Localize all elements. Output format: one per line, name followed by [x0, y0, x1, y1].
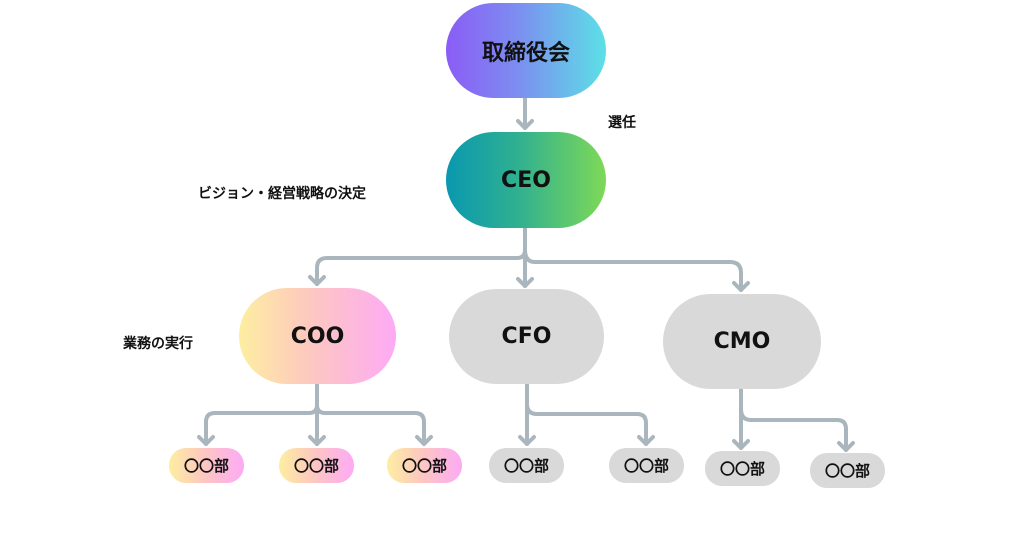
- node-ceo[interactable]: CEO: [446, 132, 606, 228]
- node-ceo-label: CEO: [501, 167, 551, 193]
- edge-board-ceo: [516, 96, 534, 130]
- edge-cmo-dept-1: [732, 387, 750, 450]
- dept-node-label: 〇〇部: [623, 457, 669, 475]
- dept-node-label: 〇〇部: [401, 457, 447, 475]
- dept-node-label: 〇〇部: [503, 457, 549, 475]
- edge-ceo-cmo: [523, 248, 750, 292]
- dept-node-label: 〇〇部: [719, 460, 765, 478]
- dept-node[interactable]: 〇〇部: [387, 448, 462, 483]
- edge-cfo-dept-1: [518, 382, 536, 446]
- annotation-coo-role: 業務の実行: [123, 336, 193, 352]
- node-board-label: 取締役会: [481, 40, 570, 66]
- edge-ceo-coo: [308, 226, 527, 286]
- node-coo-label: COO: [290, 323, 345, 349]
- node-board[interactable]: 取締役会: [446, 3, 606, 98]
- dept-node-label: 〇〇部: [183, 457, 229, 475]
- dept-node[interactable]: 〇〇部: [609, 448, 684, 483]
- node-cfo-label: CFO: [501, 324, 552, 349]
- dept-node-label: 〇〇部: [824, 462, 870, 480]
- dept-node[interactable]: 〇〇部: [489, 448, 564, 483]
- edge-coo-dept-3: [315, 403, 433, 446]
- annotation-appointment: 選任: [608, 115, 636, 131]
- annotation-ceo-role: ビジョン・経営戦略の決定: [198, 186, 366, 202]
- node-coo[interactable]: COO: [239, 288, 396, 384]
- dept-node[interactable]: 〇〇部: [279, 448, 354, 483]
- dept-node[interactable]: 〇〇部: [810, 453, 885, 488]
- node-cfo[interactable]: CFO: [449, 289, 604, 384]
- dept-node-label: 〇〇部: [293, 457, 339, 475]
- node-cmo-label: CMO: [713, 329, 771, 354]
- edge-cmo-dept-2: [739, 407, 855, 452]
- edge-cfo-dept-2: [525, 402, 655, 446]
- dept-node[interactable]: 〇〇部: [169, 448, 244, 483]
- edge-coo-dept-2: [308, 382, 326, 446]
- dept-node[interactable]: 〇〇部: [705, 451, 780, 486]
- edge-coo-dept-1: [197, 382, 319, 446]
- node-cmo[interactable]: CMO: [663, 294, 821, 389]
